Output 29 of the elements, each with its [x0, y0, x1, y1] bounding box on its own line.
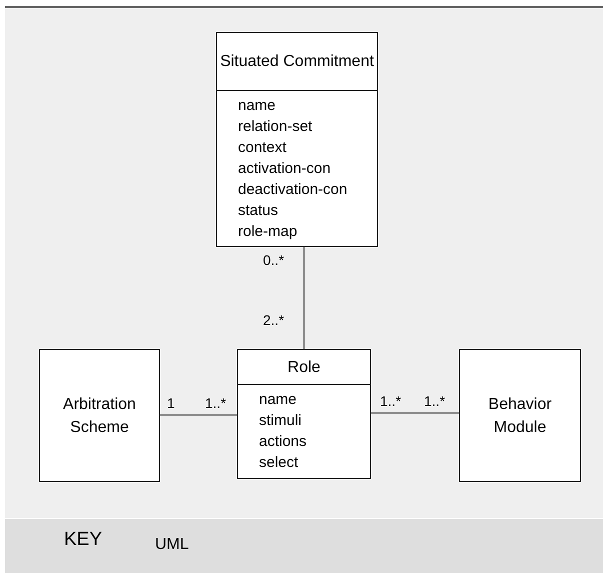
multiplicity-label: 0..*: [263, 253, 284, 267]
class-name: Situated Commitment: [220, 52, 374, 72]
attribute: deactivation-con: [238, 180, 348, 200]
multiplicity-label: 1..*: [380, 394, 402, 408]
class-name: Behavior Module: [487, 394, 553, 438]
attribute: status: [238, 201, 280, 221]
key-label: UML: [155, 537, 189, 553]
attribute: stimuli: [259, 411, 303, 431]
multiplicity-label: 1..*: [424, 394, 446, 408]
association-line: [370, 412, 460, 414]
attribute: actions: [259, 432, 308, 452]
class-box: [216, 32, 378, 247]
association-line: [160, 414, 238, 416]
multiplicity-label: 1: [167, 396, 175, 410]
class-name: Arbitration Scheme: [62, 394, 137, 438]
attribute: context: [238, 138, 288, 158]
key-label: KEY: [64, 530, 102, 549]
class-name: Role: [288, 358, 320, 378]
multiplicity-label: 2..*: [263, 313, 284, 327]
attribute: name: [259, 390, 298, 410]
multiplicity-label: 1..*: [205, 396, 226, 410]
attribute: relation-set: [238, 117, 314, 137]
attribute: role-map: [238, 222, 298, 242]
attribute: activation-con: [238, 159, 332, 179]
class-box: [459, 349, 581, 482]
class-box: [39, 349, 160, 482]
attribute: name: [238, 96, 277, 116]
class-box: [237, 349, 371, 479]
attribute: select: [259, 453, 300, 473]
